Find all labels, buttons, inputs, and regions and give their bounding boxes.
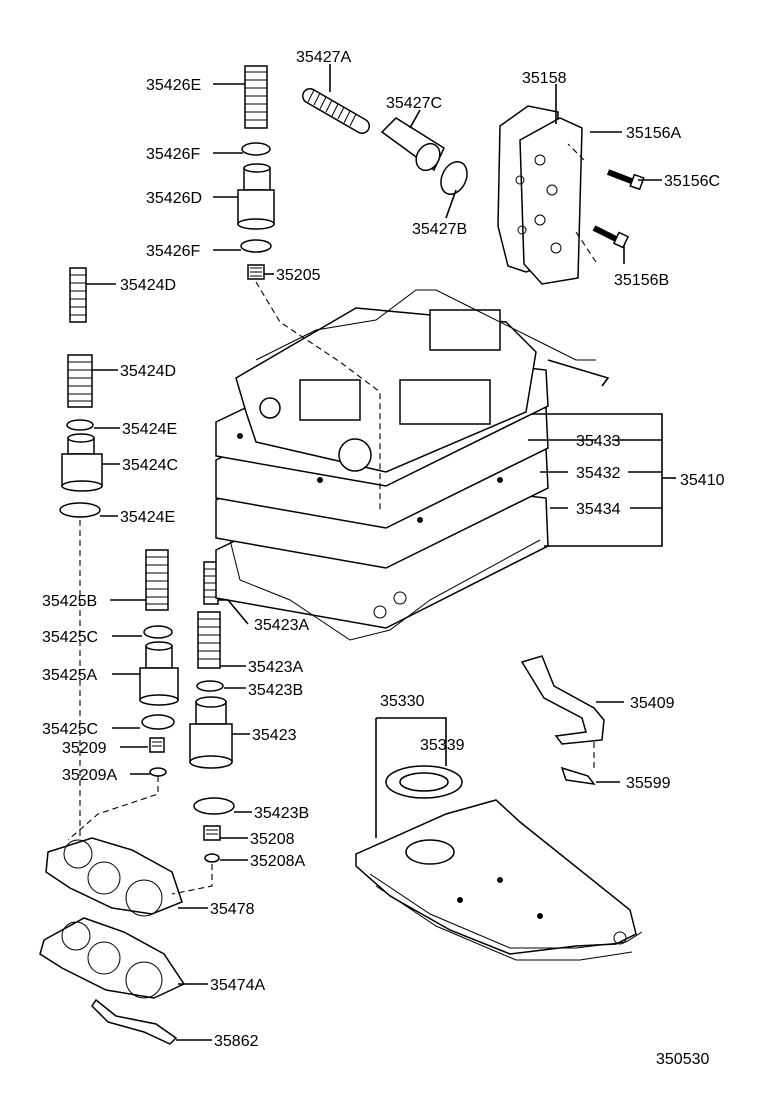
- label-35209: 35209: [62, 740, 107, 757]
- ring-35426F-lower: [240, 239, 272, 253]
- label-35424D-upper: 35424D: [120, 277, 176, 294]
- label-35434: 35434: [576, 501, 621, 518]
- alignment-line-35205: [255, 281, 381, 512]
- gasket-35478: [45, 837, 183, 917]
- label-35423A-lower: 35423A: [248, 659, 303, 676]
- ring-35423B-lower: [193, 797, 235, 815]
- label-35432: 35432: [576, 465, 621, 482]
- valve-35426D: [237, 163, 275, 230]
- ring-35425C-lower: [141, 714, 175, 730]
- label-35599: 35599: [626, 775, 671, 792]
- spring-35424D-lower: [67, 354, 93, 408]
- label-35424D-lower: 35424D: [120, 363, 176, 380]
- gasket-35339: [385, 765, 463, 799]
- label-35156A: 35156A: [626, 125, 681, 142]
- label-35425C-upper: 35425C: [42, 629, 98, 646]
- valve-35423: [189, 696, 233, 769]
- ring-35209A: [149, 767, 167, 777]
- label-35478: 35478: [210, 901, 255, 918]
- label-35424E-lower: 35424E: [120, 509, 175, 526]
- label-35862: 35862: [214, 1033, 259, 1050]
- alignment-line-35156C: [567, 143, 585, 161]
- label-35209A: 35209A: [62, 767, 117, 784]
- label-35208: 35208: [250, 831, 295, 848]
- label-35409: 35409: [630, 695, 675, 712]
- ring-35425C-upper: [143, 625, 173, 639]
- strainer-35862: [91, 998, 178, 1045]
- label-35474A: 35474A: [210, 977, 265, 994]
- spring-35423A-lower: [197, 611, 221, 669]
- ring-35208A: [204, 853, 220, 863]
- label-35423B-lower: 35423B: [254, 805, 309, 822]
- label-35423A-upper: 35423A: [254, 617, 309, 634]
- valve-35424C: [61, 433, 103, 492]
- label-35426F-lower: 35426F: [146, 243, 200, 260]
- ring-35423B-upper: [196, 680, 224, 692]
- label-35427C: 35427C: [386, 95, 442, 112]
- alignment-line-35156B: [575, 231, 597, 263]
- label-35339: 35339: [420, 737, 465, 754]
- label-35423: 35423: [252, 727, 297, 744]
- label-35424E-upper: 35424E: [122, 421, 177, 438]
- label-35158: 35158: [522, 70, 567, 87]
- label-35425A: 35425A: [42, 667, 97, 684]
- label-35330: 35330: [380, 693, 425, 710]
- spring-35426E: [244, 65, 268, 129]
- label-35208A: 35208A: [250, 853, 305, 870]
- ring-35424E-lower: [59, 502, 101, 518]
- label-35425C-lower: 35425C: [42, 721, 98, 738]
- plug-35209: [149, 737, 165, 753]
- ring-35427B: [440, 161, 468, 195]
- label-35424C: 35424C: [122, 457, 178, 474]
- oil-pan-35330: [355, 799, 643, 961]
- clip-35599: [560, 766, 596, 785]
- label-35426D: 35426D: [146, 190, 202, 207]
- part-labels: 35426E 35426F 35426D 35426F 35205 35427A…: [42, 49, 725, 1068]
- valve-35425A: [139, 641, 179, 706]
- plug-35208: [203, 825, 221, 841]
- alignment-line-35208: [171, 864, 213, 895]
- ring-35426F-upper: [241, 142, 271, 156]
- label-35427B: 35427B: [412, 221, 467, 238]
- label-35426E: 35426E: [146, 77, 201, 94]
- diagram-id: 350530: [656, 1051, 709, 1068]
- label-35205: 35205: [276, 267, 321, 284]
- label-35425B: 35425B: [42, 593, 97, 610]
- valve-35427C: [380, 117, 445, 172]
- label-35427A: 35427A: [296, 49, 351, 66]
- bolt-35156B: [592, 225, 630, 249]
- label-35156C: 35156C: [664, 173, 720, 190]
- label-35410: 35410: [680, 472, 725, 489]
- spring-35425B: [145, 549, 169, 611]
- bolt-35156C: [606, 169, 645, 191]
- label-35433: 35433: [576, 433, 621, 450]
- label-35156B: 35156B: [614, 272, 669, 289]
- spring-35424D-upper: [69, 267, 87, 323]
- leader-lines: [86, 64, 676, 1041]
- valve-body-35410: [215, 289, 610, 641]
- plug-35205: [247, 264, 265, 280]
- plate-35474A: [39, 917, 186, 999]
- cover-plate-35158: [497, 105, 583, 285]
- bracket-35409: [520, 655, 605, 745]
- spring-35427A: [302, 88, 370, 134]
- ring-35424E-upper: [66, 419, 94, 431]
- label-35423B-upper: 35423B: [248, 682, 303, 699]
- alignment-line-35209: [67, 776, 159, 841]
- label-35426F-upper: 35426F: [146, 146, 200, 163]
